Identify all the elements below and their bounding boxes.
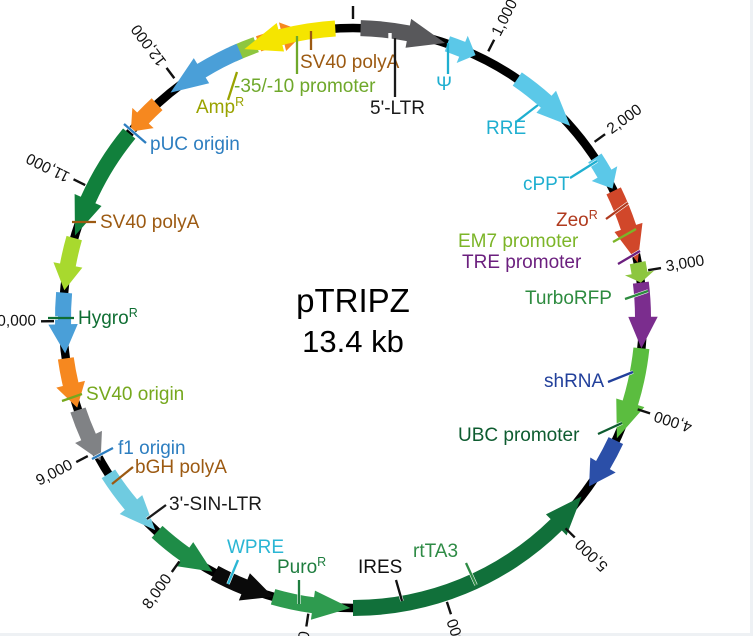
feature-arc-bgh-polya — [56, 357, 85, 408]
leader-line — [624, 289, 649, 301]
leader-line — [464, 562, 478, 586]
tick-label: 10,000 — [0, 312, 36, 329]
feature-arc-amp-resistance — [244, 20, 336, 52]
tick-label: 13,362 — [344, 0, 361, 1]
tick-label: 1,000 — [488, 0, 521, 39]
tick-label: 12,000 — [128, 21, 170, 69]
feature-arc-rre — [512, 72, 571, 126]
feature-arc-sv40-polya-left — [130, 98, 163, 132]
feature-arc-f1-origin — [48, 292, 78, 354]
tick-mark — [445, 601, 453, 615]
feature-label-rtta3: rtTA3 — [413, 541, 458, 562]
feature-label-tre-promoter: TRE promoter — [462, 252, 582, 273]
feature-label-sv40-origin: SV40 origin — [86, 384, 184, 405]
feature-arc-sv40-origin — [53, 235, 83, 291]
feature-arc-psi-packaging-signal — [444, 35, 476, 63]
leader-line — [605, 202, 629, 220]
feature-arc-5-ltr — [360, 18, 446, 48]
leader-line — [569, 160, 598, 179]
tick-label: 6,000 — [444, 616, 472, 636]
leader-line — [607, 370, 634, 384]
tick-mark — [73, 178, 86, 187]
feature-arc-rtta3 — [270, 589, 351, 620]
leader-line — [111, 466, 134, 485]
feature-label-em7-promoter: EM7 promoter — [458, 231, 579, 252]
tick-mark — [564, 527, 576, 539]
leader-line — [515, 104, 539, 123]
feature-arc-puro-resistance — [151, 525, 213, 572]
tick-mark — [593, 133, 606, 143]
leader-line — [123, 123, 147, 144]
feature-arc-ires — [210, 565, 274, 601]
feature-label-wpre: WPRE — [227, 537, 284, 558]
leader-line — [394, 579, 404, 602]
leader-line — [91, 446, 114, 461]
feature-label-shrna: shRNA — [544, 371, 605, 392]
tick-label: 8,000 — [139, 571, 176, 613]
tick-mark — [647, 266, 662, 272]
feature-arc-3-sin-ltr — [70, 407, 102, 461]
feature-label-zeo: ZeoR — [556, 208, 598, 231]
tick-mark — [637, 408, 651, 415]
feature-label-bgh-polya: bGH polyA — [135, 457, 227, 478]
feature-label-amp: AmpR — [196, 95, 244, 118]
feature-label-f1-origin: f1 origin — [118, 438, 186, 459]
feature-label-puc-origin: pUC origin — [150, 134, 240, 155]
feature-arc-tre-promoter — [628, 281, 658, 349]
feature-label-rre: RRE — [486, 118, 526, 139]
leader-line — [617, 250, 641, 265]
feature-label-puro: PuroR — [277, 555, 326, 578]
feature-arcs — [48, 18, 658, 620]
feature-arc-wpre — [101, 469, 156, 531]
feature-arc-zeo-resistance — [606, 187, 643, 263]
tick-mark — [305, 613, 310, 627]
tick-label: 9,000 — [33, 456, 76, 489]
tick-mark — [75, 454, 89, 464]
leader-line — [597, 421, 623, 436]
feature-label-cppt: cPPT — [523, 174, 570, 195]
feature-label-promoter-35-10: -35/-10 promoter — [234, 76, 376, 97]
tick-label: 7,000 — [291, 630, 314, 636]
leader-line — [146, 504, 167, 520]
tick-label: 5,000 — [572, 535, 612, 575]
page-title: pTRIPZ — [296, 282, 410, 319]
feature-arc-ubc-promoter — [353, 496, 582, 616]
feature-arc-hygro-resistance — [74, 128, 136, 236]
tick-mark — [165, 67, 176, 79]
feature-label-psi: Ψ — [436, 74, 452, 95]
feature-arc-em7-promoter — [624, 261, 655, 283]
plasmid-size-label: 13.4 kb — [302, 324, 404, 359]
tick-label: 3,000 — [664, 252, 705, 275]
tick-label: 4,000 — [652, 407, 694, 435]
feature-label-ubc-promoter: UBC promoter — [458, 425, 580, 446]
feature-arc-shrna — [589, 437, 624, 487]
feature-arc-turborfp — [616, 347, 650, 439]
leader-line — [226, 559, 240, 585]
feature-label-ires: IRES — [358, 557, 402, 578]
tick-mark — [170, 560, 181, 573]
feature-label-hygro: HygroR — [78, 306, 138, 329]
feature-arc-puc-origin — [170, 43, 243, 93]
feature-label-5-ltr: 5'-LTR — [370, 98, 425, 119]
tick-label: 2,000 — [604, 101, 646, 138]
tick-mark — [487, 39, 496, 52]
leader-line — [226, 71, 239, 101]
feature-label-sv40-polya-left: SV40 polyA — [100, 212, 200, 233]
feature-label-turborfp: TurboRFP — [525, 288, 612, 309]
feature-label-3-sin-ltr: 3'-SIN-LTR — [169, 494, 262, 515]
tick-label: 11,000 — [23, 149, 72, 185]
leader-line — [612, 227, 637, 244]
feature-label-sv40-polya-top: SV40 polyA — [300, 52, 400, 73]
leader-line — [61, 392, 83, 403]
